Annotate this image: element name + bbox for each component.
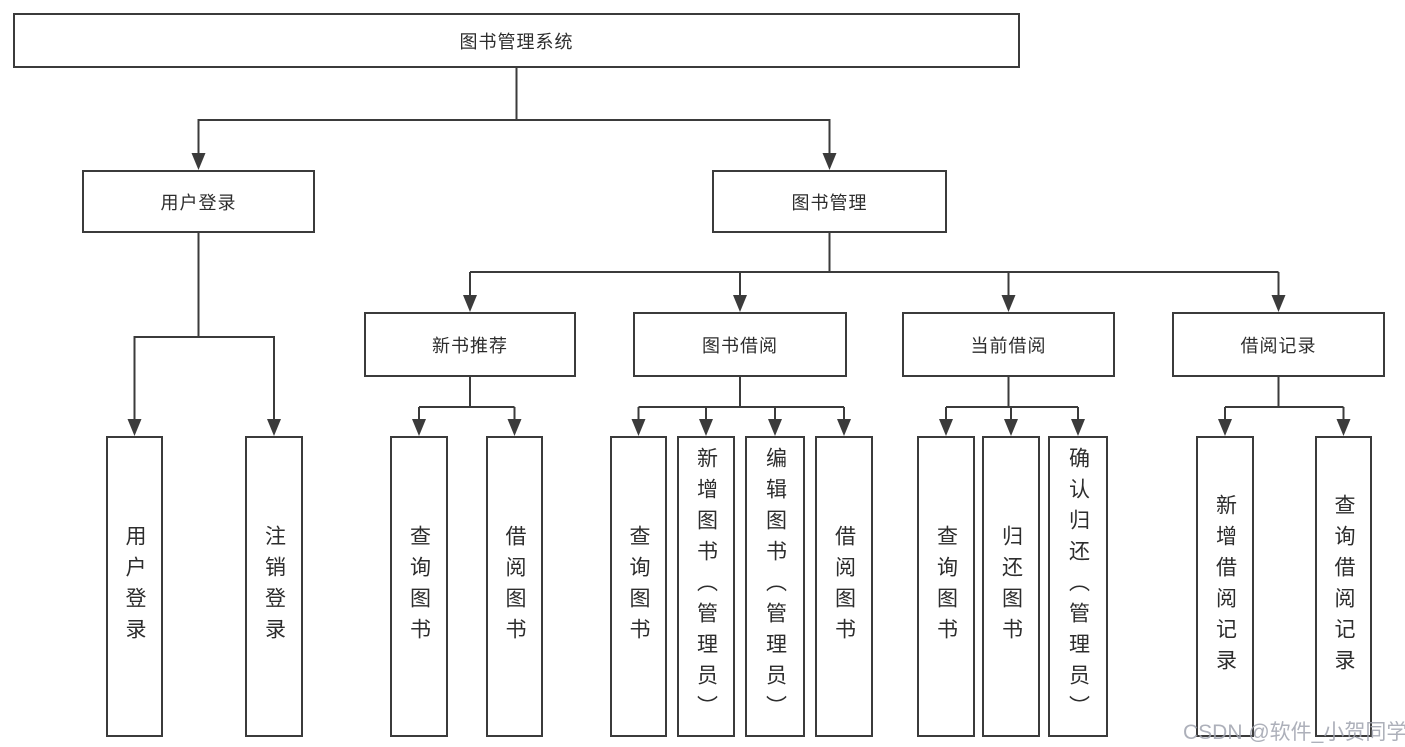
node-new-book-recommend: 新书推荐	[364, 312, 576, 377]
node-label: 图书借阅	[702, 335, 778, 356]
leaf-label: 注销登录	[262, 524, 286, 649]
leaf-label: 新增借阅记录	[1213, 493, 1237, 680]
node-label: 新书推荐	[432, 335, 508, 356]
arrowhead	[822, 153, 837, 170]
leaf-label: 查询图书	[407, 524, 431, 649]
node-borrow-records: 借阅记录	[1172, 312, 1385, 377]
leaf-return-books: 归还图书	[982, 436, 1040, 737]
node-label: 图书管理	[791, 192, 868, 213]
arrowhead	[191, 153, 206, 170]
arrowhead	[1004, 419, 1018, 436]
arrowhead	[1271, 295, 1286, 312]
leaf-confirm-return-admin: 确认归还（管理员）	[1048, 436, 1108, 737]
leaf-query-books: 查询图书	[610, 436, 667, 737]
node-user-login: 用户登录	[82, 170, 315, 233]
arrowhead	[939, 419, 953, 436]
edges-user-login	[127, 233, 281, 436]
leaf-query-books: 查询图书	[917, 436, 975, 737]
node-label: 借阅记录	[1240, 335, 1317, 356]
leaf-borrow-books: 借阅图书	[815, 436, 873, 737]
csdn-watermark: CSDN @软件_小贺同学	[1183, 721, 1405, 744]
arrowhead	[1336, 419, 1351, 436]
arrowhead	[1071, 419, 1085, 436]
arrowhead	[631, 419, 646, 436]
node-library-system: 图书管理系统	[13, 13, 1020, 68]
arrowhead	[768, 419, 782, 436]
node-label: 用户登录	[160, 192, 237, 213]
leaf-edit-books-admin: 编辑图书（管理员）	[745, 436, 805, 737]
arrowhead	[699, 419, 713, 436]
arrowhead	[127, 419, 142, 436]
leaf-label: 用户登录	[123, 524, 146, 649]
arrowhead	[267, 419, 281, 436]
arrowhead	[507, 419, 522, 436]
node-book-borrow: 图书借阅	[633, 312, 847, 377]
leaf-label: 查询借阅记录	[1332, 493, 1355, 680]
edges-current-borrow	[939, 377, 1085, 436]
leaf-add-borrow-record: 新增借阅记录	[1196, 436, 1254, 737]
edges-new-books	[412, 377, 522, 436]
node-label: 图书管理系统	[459, 31, 574, 52]
leaf-logout: 注销登录	[245, 436, 303, 737]
leaf-query-books: 查询图书	[390, 436, 448, 737]
leaf-query-borrow-record: 查询借阅记录	[1315, 436, 1372, 737]
edges-book-borrow	[631, 377, 851, 436]
leaf-add-books-admin: 新增图书（管理员）	[677, 436, 735, 737]
arrowhead	[837, 419, 851, 436]
node-book-management: 图书管理	[712, 170, 947, 233]
edges-root	[191, 68, 837, 170]
arrowhead	[1218, 419, 1232, 436]
leaf-label: 查询图书	[627, 524, 650, 649]
leaf-label: 借阅图书	[832, 524, 856, 649]
leaf-label: 编辑图书（管理员）	[763, 447, 787, 726]
leaf-user-login: 用户登录	[106, 436, 163, 737]
leaf-label: 确认归还（管理员）	[1066, 447, 1090, 726]
leaf-label: 归还图书	[999, 524, 1023, 649]
leaf-borrow-books: 借阅图书	[486, 436, 543, 737]
edges-book-mgmt	[463, 233, 1286, 312]
arrowhead	[463, 295, 477, 312]
leaf-label: 借阅图书	[503, 524, 526, 649]
leaf-label: 查询图书	[934, 524, 958, 649]
arrowhead	[412, 419, 426, 436]
arrowhead	[733, 295, 747, 312]
node-label: 当前借阅	[970, 335, 1047, 356]
edges-borrow-records	[1218, 377, 1351, 436]
node-current-borrow: 当前借阅	[902, 312, 1115, 377]
arrowhead	[1001, 295, 1016, 312]
leaf-label: 新增图书（管理员）	[694, 447, 718, 726]
